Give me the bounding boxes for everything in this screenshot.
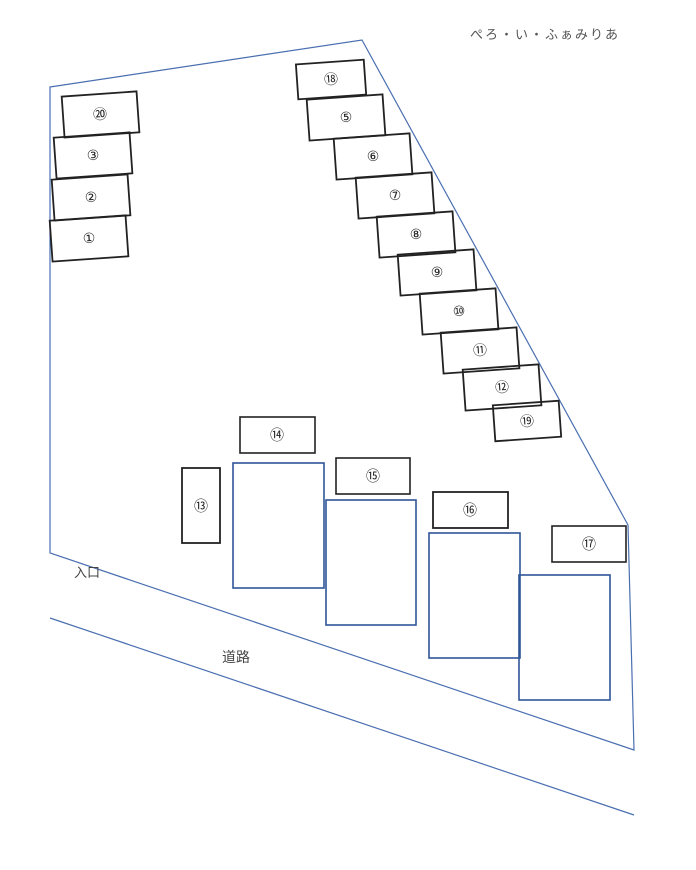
space-19: ⑲ [491, 399, 563, 443]
space-label: ⑳ [93, 107, 108, 124]
space-17: ⑰ [551, 525, 627, 563]
space-5: ⑤ [305, 93, 387, 142]
space-3: ③ [52, 131, 134, 180]
road-line [49, 617, 635, 816]
space-label: ⑯ [463, 503, 477, 519]
space-18: ⑱ [294, 58, 368, 101]
lot-boundary [49, 39, 635, 751]
space-16: ⑯ [432, 491, 509, 529]
space-20: ⑳ [60, 90, 141, 139]
road-label: 道路 [222, 650, 250, 666]
space-label: ⑮ [366, 469, 380, 485]
space-label: ⑫ [495, 380, 510, 397]
space-14: ⑭ [239, 416, 316, 454]
space-label: ② [84, 190, 98, 207]
space-6: ⑥ [332, 132, 414, 181]
space-label: ③ [86, 148, 100, 165]
space-label: ⑥ [366, 149, 380, 166]
space-15: ⑮ [335, 457, 411, 495]
space-label: ⑬ [194, 499, 208, 515]
space-7: ⑦ [354, 171, 436, 220]
space-2: ② [50, 173, 132, 222]
space-label: ⑲ [520, 414, 535, 431]
large-stall-a [232, 462, 325, 589]
space-label: ⑦ [388, 188, 402, 205]
space-label: ① [82, 231, 96, 248]
space-11: ⑪ [439, 326, 521, 375]
space-8: ⑧ [375, 210, 457, 259]
space-10: ⑩ [418, 287, 500, 336]
large-stall-d [518, 574, 611, 701]
space-label: ⑩ [452, 304, 466, 321]
space-label: ⑤ [339, 110, 353, 127]
space-label: ⑰ [582, 537, 596, 553]
space-label: ⑪ [473, 343, 488, 360]
site-title: ぺろ・い・ふぁみりあ [470, 28, 621, 43]
space-label: ⑨ [430, 265, 444, 282]
space-12: ⑫ [461, 363, 543, 412]
space-label: ⑱ [324, 72, 339, 89]
space-label: ⑭ [270, 428, 284, 444]
large-stall-c [428, 532, 521, 659]
large-stall-b [325, 499, 417, 626]
space-label: ⑧ [409, 227, 423, 244]
space-13: ⑬ [181, 467, 221, 544]
space-1: ① [48, 214, 130, 263]
entrance-label: 入口 [74, 566, 100, 581]
